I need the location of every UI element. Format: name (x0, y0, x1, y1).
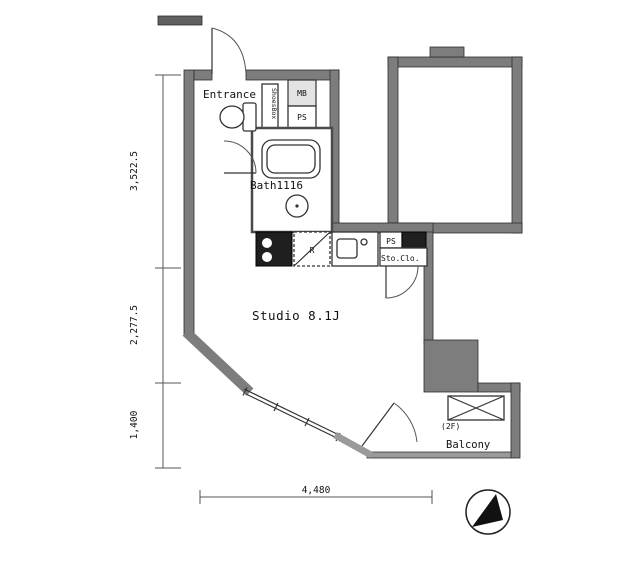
stove-icon (255, 231, 293, 267)
balcony-rail-bottom (366, 451, 512, 459)
balcony-label: Balcony (446, 439, 490, 451)
wall-segment (429, 46, 465, 58)
burner-icon (262, 252, 272, 262)
bath-door-swing-arc (223, 140, 257, 174)
balcony-door-swing-arc (393, 402, 418, 443)
compass-circle (465, 489, 511, 535)
meter-box (287, 79, 317, 107)
dim-label-lower: 1,400 (129, 410, 140, 439)
entry-door-swing-arc (211, 27, 247, 75)
wall-left (183, 69, 195, 335)
wall-segment (511, 56, 523, 234)
meter-box-label: MB (297, 89, 307, 98)
window-line (245, 393, 340, 440)
balcony-floor-label: (2F) (441, 422, 460, 431)
unit-walls (157, 15, 479, 396)
balcony-right-wall (510, 382, 521, 459)
exterior-wall-stub (157, 15, 203, 26)
faucet-icon (360, 238, 368, 246)
toilet-tank-icon (242, 102, 257, 132)
dim-label-middle: 2,277.5 (129, 305, 140, 345)
window-tick (304, 417, 310, 427)
entrance-area: Entrance ShoesBox (203, 27, 279, 133)
dimension-bottom: 4,480 (199, 484, 433, 504)
entrance-label: Entrance (203, 88, 256, 101)
dim-label-bottom: 4,480 (302, 485, 331, 496)
refrigerator-label: R (310, 246, 315, 255)
hatch-line (447, 395, 505, 421)
wall-segment (387, 56, 523, 68)
shoes-box-label: ShoesBox (270, 88, 278, 119)
burner-icon (262, 238, 272, 248)
balcony-rail-diagonal (333, 431, 373, 459)
wall-top-right (245, 69, 340, 81)
neighbor-block (387, 46, 523, 234)
wall-top-left (193, 69, 213, 81)
basin-drain-icon (295, 204, 299, 208)
sink-basin-icon (336, 238, 358, 259)
dimension-left: 3,522.5 2,277.5 1,400 (129, 74, 181, 469)
window-line (243, 388, 338, 435)
balcony: (2F) Balcony (333, 382, 521, 459)
wall-segment (387, 56, 399, 234)
storage-closet-box (379, 247, 428, 267)
bathtub-inner (266, 144, 316, 174)
pipe-space-kitchen-label: PS (386, 237, 396, 246)
studio-room: Studio 8.1J (242, 308, 341, 442)
bathroom: Bath1116 (219, 102, 334, 234)
dim-label-upper: 3,522.5 (129, 151, 140, 191)
kitchen: R PS Sto.Clo. (255, 231, 428, 299)
storage-closet-label: Sto.Clo. (381, 254, 420, 263)
compass-needle-icon (472, 494, 503, 527)
north-arrow (465, 489, 511, 535)
window-tick (273, 402, 279, 412)
window-tick (242, 387, 248, 396)
pillar (423, 339, 479, 393)
wall-diagonal (182, 328, 254, 396)
studio-label: Studio 8.1J (252, 308, 340, 323)
refrigerator-diagonal (293, 231, 331, 267)
closet-door-swing-arc (385, 265, 419, 299)
toilet-bowl-icon (219, 105, 245, 129)
duct-box (401, 231, 427, 249)
dim-label-mask (288, 484, 344, 496)
utility-boxes: MB PS (287, 79, 317, 129)
balcony-door-leaf (361, 402, 395, 447)
bath-label: Bath1116 (250, 179, 303, 192)
pipe-space-top-label: PS (297, 113, 307, 122)
